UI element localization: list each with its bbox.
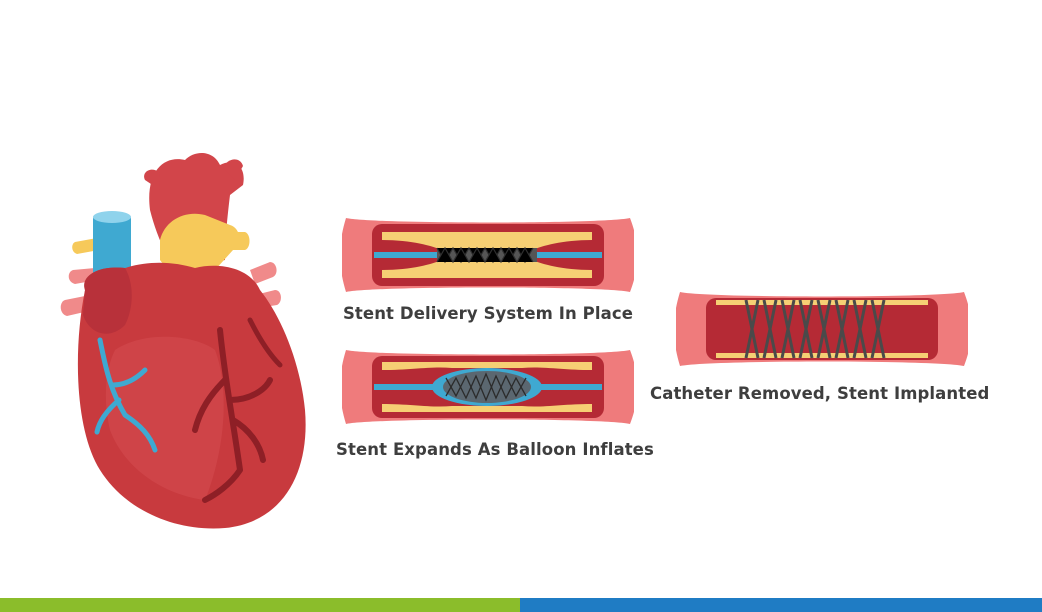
caption-stage2: Stent Expands As Balloon Inflates [336, 440, 654, 459]
heart-anatomy-icon [60, 153, 306, 529]
vessel-stage1-icon [342, 218, 634, 292]
footer-bar-blue [520, 598, 1042, 612]
caption-stage3: Catheter Removed, Stent Implanted [650, 384, 990, 403]
vessel-stage2-icon [342, 350, 634, 424]
stent-mesh-icon [744, 299, 886, 359]
footer-bar-green [0, 598, 520, 612]
caption-stage1: Stent Delivery System In Place [342, 304, 634, 323]
vessel-stage3-icon [676, 292, 968, 366]
